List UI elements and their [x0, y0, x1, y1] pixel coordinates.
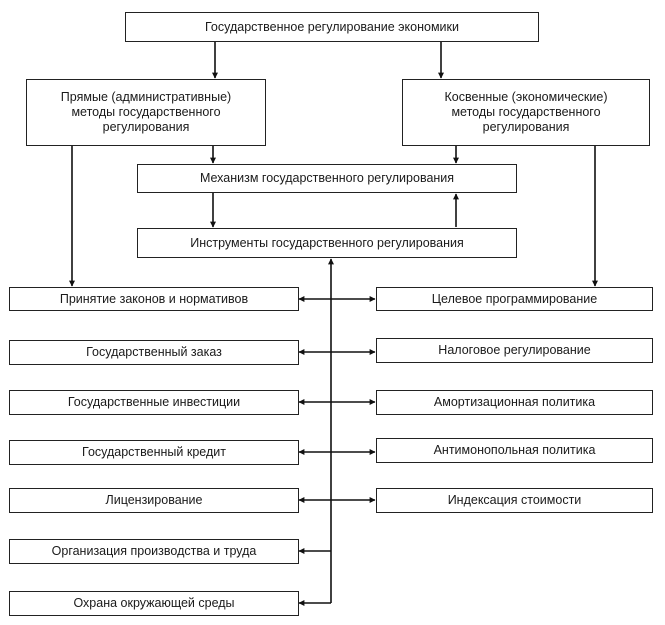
top-box: Государственное регулирование экономики: [125, 12, 539, 42]
right-item: Индексация стоимости: [376, 488, 653, 513]
left-item: Охрана окружающей среды: [9, 591, 299, 616]
left-item: Лицензирование: [9, 488, 299, 513]
left-item: Организация производства и труда: [9, 539, 299, 564]
mechanism-box: Механизм государственного регулирования: [137, 164, 517, 193]
left-item: Принятие законов и нормативов: [9, 287, 299, 311]
left-item: Государственные инвестиции: [9, 390, 299, 415]
left-item: Государственный кредит: [9, 440, 299, 465]
right-item: Налоговое регулирование: [376, 338, 653, 363]
right-item: Целевое программирование: [376, 287, 653, 311]
right-item: Антимонопольная политика: [376, 438, 653, 463]
left-item: Государственный заказ: [9, 340, 299, 365]
instruments-box: Инструменты государственного регулирован…: [137, 228, 517, 258]
direct-methods-box: Прямые (административные) методы государ…: [26, 79, 266, 146]
indirect-methods-box: Косвенные (экономические) методы государ…: [402, 79, 650, 146]
right-item: Амортизационная политика: [376, 390, 653, 415]
